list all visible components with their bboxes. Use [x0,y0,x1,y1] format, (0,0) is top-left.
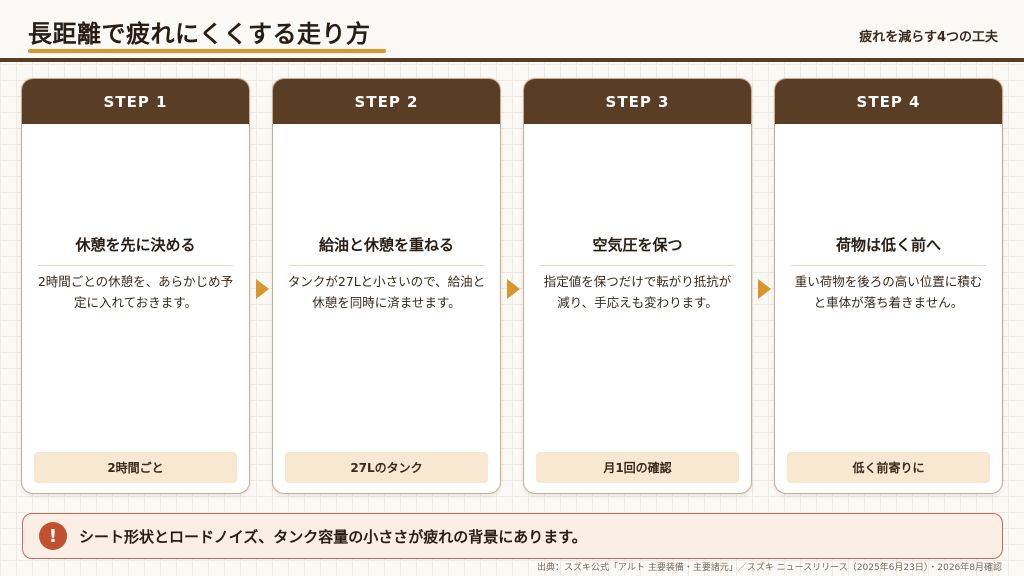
step-tag: 低く前寄りに [787,452,990,483]
step-title: 休憩を先に決める [38,234,233,266]
step-description: タンクが27Lと小さいので、給油と休憩を同時に済ませます。 [287,274,486,310]
arrow-right-icon [256,279,269,299]
step-card-4: STEP 4 荷物は低く前へ 重い荷物を後ろの高い位置に積むと車体が落ち着きませ… [774,78,1003,494]
step-cards: STEP 1 休憩を先に決める 2時間ごとの休憩を、あらかじめ予定に入れておきま… [0,76,1024,496]
source-footnote: 出典：スズキ公式「アルト 主要装備・主要諸元」／スズキ ニュースリリース（202… [537,563,1002,573]
step-tag: 月1回の確認 [536,452,739,483]
step-description: 2時間ごとの休憩を、あらかじめ予定に入れておきます。 [37,274,234,310]
step-title: 空気圧を保つ [540,234,735,266]
step-tag: 2時間ごと [34,452,237,483]
page-subtitle: 疲れを減らす4つの工夫 [859,30,998,45]
alert-banner: ! シート形状とロードノイズ、タンク容量の小ささが疲れの背景にあります。 [22,513,1003,559]
arrow-right-icon [758,279,771,299]
step-label: STEP 3 [524,79,751,124]
step-title: 荷物は低く前へ [791,234,986,266]
exclamation-icon: ! [39,522,67,550]
title-underline [28,49,386,53]
step-label: STEP 4 [775,79,1002,124]
step-card-2: STEP 2 給油と休憩を重ねる タンクが27Lと小さいので、給油と休憩を同時に… [272,78,501,494]
step-card-1: STEP 1 休憩を先に決める 2時間ごとの休憩を、あらかじめ予定に入れておきま… [21,78,250,494]
alert-text: シート形状とロードノイズ、タンク容量の小ささが疲れの背景にあります。 [79,527,587,546]
step-description: 指定値を保つだけで転がり抵抗が減り、手応えも変わります。 [543,274,732,310]
step-card-3: STEP 3 空気圧を保つ 指定値を保つだけで転がり抵抗が減り、手応えも変わりま… [523,78,752,494]
step-tag: 27Lのタンク [285,452,488,483]
step-label: STEP 1 [22,79,249,124]
page-header: 長距離で疲れにくくする走り方 疲れを減らす4つの工夫 [0,0,1024,62]
step-title: 給油と休憩を重ねる [289,234,484,266]
page-title: 長距離で疲れにくくする走り方 [28,20,371,48]
step-label: STEP 2 [273,79,500,124]
step-description: 重い荷物を後ろの高い位置に積むと車体が落ち着きません。 [794,274,983,310]
arrow-right-icon [507,279,520,299]
